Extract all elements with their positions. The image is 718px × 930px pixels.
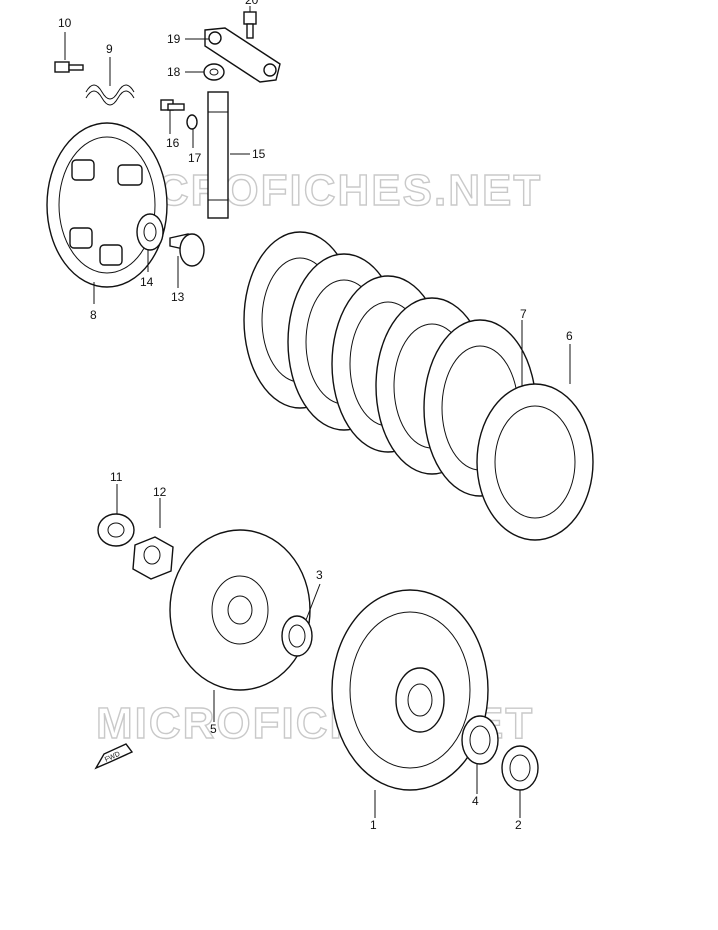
callout-15: 15 [252,147,266,161]
part-18-seal [203,63,225,81]
callout-12: 12 [153,485,167,499]
part-5-sleeve-hub [169,529,311,691]
callout-20: 20 [245,0,259,7]
part-11-nut [97,513,135,547]
callout-13: 13 [171,290,185,304]
part-19-release-arm [204,27,281,83]
part-16-screw [160,99,185,111]
part-12-lock-washer [132,536,174,580]
callout-1: 1 [370,818,377,832]
part-20-bolt [243,11,257,39]
part-6-friction-plate [476,383,594,541]
part-9-spring [85,84,135,106]
part-1-clutch-housing [331,589,489,791]
callout-11: 11 [110,470,123,484]
callout-3: 3 [316,568,323,582]
part-8-pressure-plate [46,122,168,288]
leader-lines [64,6,571,818]
watermark-top: MICROFICHES.NET [104,166,542,215]
callout-4: 4 [472,794,479,808]
callout-19: 19 [167,32,181,46]
part-17-washer [186,114,198,130]
clutch-plate-stack [243,231,594,541]
callout-labels: 10 9 8 14 13 16 17 15 18 19 20 7 6 11 12… [58,0,573,832]
callout-14: 14 [140,275,154,289]
callout-6: 6 [566,329,573,343]
callout-9: 9 [106,42,113,56]
callout-7: 7 [520,307,527,321]
callout-10: 10 [58,16,72,30]
part-3-spring-washer [281,615,313,657]
part-2-thrust-washer [501,745,539,791]
part-14-bearing [136,213,164,251]
callout-17: 17 [188,151,202,165]
callout-2: 2 [515,818,522,832]
part-4-needle-bearing [461,715,499,765]
callout-5: 5 [210,722,217,736]
part-10-bolt [54,61,84,73]
part-15-push-rod [207,91,229,219]
callout-8: 8 [90,308,97,322]
callout-18: 18 [167,65,181,79]
part-13-push-piece [169,233,205,267]
callout-16: 16 [166,136,180,150]
